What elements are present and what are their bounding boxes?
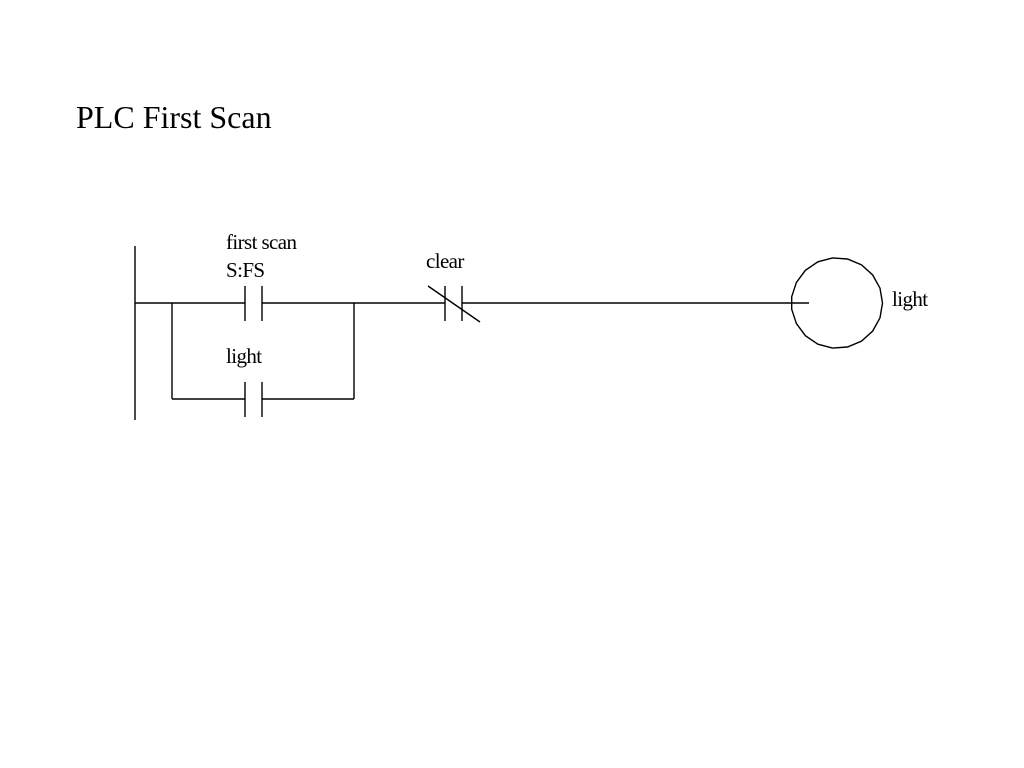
first-scan-label: first scan bbox=[226, 230, 297, 254]
first-scan-contact bbox=[244, 286, 263, 321]
light-seal-contact bbox=[244, 382, 263, 417]
page-title: PLC First Scan bbox=[76, 99, 272, 135]
light-contact-label: light bbox=[226, 344, 262, 368]
first-scan-address-label: S:FS bbox=[226, 258, 264, 282]
coil-label: light bbox=[892, 287, 928, 311]
output-coil bbox=[791, 257, 884, 349]
seal-in-branch bbox=[171, 303, 355, 400]
clear-contact-label: clear bbox=[426, 249, 464, 273]
clear-contact bbox=[427, 285, 481, 323]
